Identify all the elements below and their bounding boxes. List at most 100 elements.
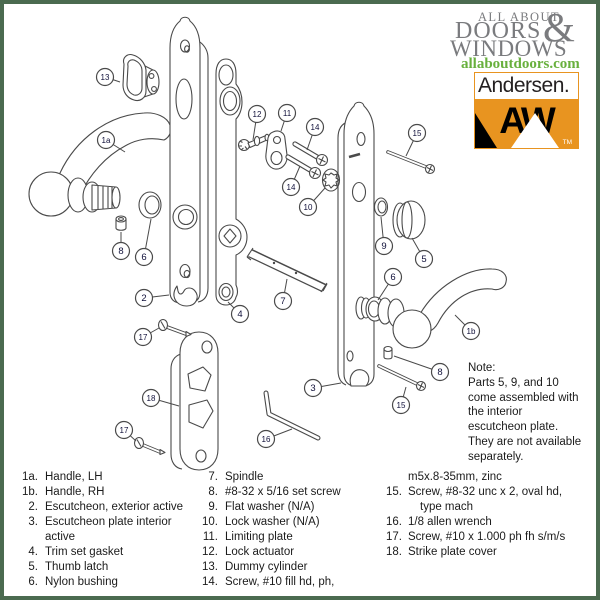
callout-8: 8 [393, 355, 450, 382]
part-number: 12. [202, 546, 218, 558]
callout-10: 10 [298, 187, 326, 217]
part-limiting-plate [265, 130, 288, 170]
part-lock-washer [321, 168, 341, 192]
callout-1a: 1a [96, 130, 126, 153]
parts-list-row: 3.Escutcheon plate interior [16, 515, 183, 530]
svg-text:5: 5 [421, 254, 426, 265]
svg-text:14: 14 [287, 183, 296, 192]
part-number: 8. [208, 486, 218, 498]
callout-7: 7 [273, 278, 293, 311]
part-number: 13. [202, 561, 218, 573]
aw-tm: TM [563, 139, 572, 146]
part-description: Lock washer (N/A) [225, 516, 320, 528]
svg-text:3: 3 [310, 383, 315, 394]
svg-text:17: 17 [139, 333, 148, 342]
note-line: They are not available [468, 435, 582, 448]
part-description: Screw, #8-32 unc x 2, oval hd, [408, 486, 563, 498]
part-number: 6. [28, 576, 38, 588]
parts-list-row: 7.Spindle [196, 470, 341, 485]
part-description: m5x.8-35mm, zinc [408, 471, 502, 483]
callout-6: 6 [377, 267, 403, 301]
part-number: 9. [208, 501, 218, 513]
part-escutcheon-exterior [169, 16, 209, 307]
part-description: Limiting plate [225, 531, 293, 543]
andersen-wordmark: Andersen. [478, 74, 570, 97]
part-number: 18. [386, 546, 402, 558]
part-screw-14-upper [292, 141, 329, 167]
part-thumb-latch [392, 200, 426, 240]
svg-text:11: 11 [283, 109, 292, 118]
callout-2: 2 [134, 288, 170, 308]
part-description: Trim set gasket [45, 546, 124, 558]
website-link[interactable]: allaboutdoors.com [461, 56, 580, 72]
callout-14: 14 [305, 117, 325, 151]
part-description: Nylon bushing [45, 576, 118, 588]
note-line: the interior [468, 406, 523, 419]
part-number: 1a. [22, 471, 38, 483]
svg-text:1b: 1b [467, 327, 476, 336]
svg-text:13: 13 [101, 73, 110, 82]
part-number: 7. [208, 471, 218, 483]
parts-list-row: 14.Screw, #10 fill hd, ph, [196, 575, 341, 590]
part-description: Flat washer (N/A) [225, 501, 315, 513]
parts-list-row: 6. Nylon bushing [16, 575, 183, 590]
parts-list-row: 8.#8-32 x 5/16 set screw [196, 485, 340, 500]
parts-list-row: 17. Screw, #10 x 1.000 ph fh s/m/s [370, 530, 565, 545]
svg-text:14: 14 [311, 123, 320, 132]
svg-text:9: 9 [381, 241, 386, 252]
svg-text:10: 10 [304, 203, 313, 212]
part-handle-rh [355, 268, 507, 349]
callout-17: 17 [114, 420, 137, 442]
part-handle-lh [28, 112, 172, 217]
parts-list-row: active [16, 530, 183, 545]
part-screw-14-lower [285, 154, 322, 180]
part-number [16, 530, 38, 545]
part-number: 15. [386, 486, 402, 498]
logo-line-windows: WINDOWS [450, 36, 568, 61]
aw-emblem: AW TM [475, 99, 578, 148]
note-line: Parts 5, 9, and 10 [468, 376, 559, 389]
part-number: 3. [28, 516, 38, 528]
callout-4: 4 [227, 301, 250, 324]
parts-list-row: 1b.Handle, RH [16, 485, 183, 500]
part-number [370, 500, 402, 515]
part-number: 2. [28, 501, 38, 513]
part-number: 14. [202, 576, 218, 588]
part-description: active [45, 531, 76, 543]
part-flat-washer [373, 197, 389, 217]
part-trim-set-gasket [215, 58, 248, 306]
parts-list-row: m5x.8-35mm, zinc [370, 470, 565, 485]
parts-list-row: 5.Thumb latch [16, 560, 183, 575]
part-dummy-cylinder [122, 54, 160, 102]
part-set-screw-left [115, 215, 127, 231]
parts-list-row: 13. Dummy cylinder [196, 560, 341, 575]
part-description: Handle, RH [45, 486, 105, 498]
svg-text:4: 4 [237, 309, 242, 320]
part-number: 17. [386, 531, 402, 543]
note-line: separately. [468, 450, 524, 463]
callout-13: 13 [95, 67, 121, 87]
logo-line-doors: DOORS [455, 18, 542, 44]
svg-text:17: 17 [120, 426, 129, 435]
parts-list-row: 4.Trim set gasket [16, 545, 183, 560]
part-description: Screw, #10 x 1.000 ph fh s/m/s [408, 531, 566, 543]
callout-18: 18 [141, 388, 180, 408]
part-allen-wrench [263, 390, 321, 441]
part-description: Lock actuator [225, 546, 295, 558]
callout-16: 16 [256, 428, 293, 449]
part-number [370, 470, 402, 485]
part-number: 11. [202, 531, 218, 543]
callout-5: 5 [411, 237, 434, 269]
svg-text:15: 15 [413, 129, 422, 138]
svg-text:8: 8 [437, 367, 442, 378]
part-description: Dummy cylinder [225, 561, 308, 573]
parts-list-row: 12. Lock actuator [196, 545, 341, 560]
part-strike-plate-cover [170, 331, 219, 471]
part-description: 1/8 allen wrench [408, 516, 492, 528]
part-description: Strike plate cover [408, 546, 497, 558]
parts-list-row: type mach [370, 500, 565, 515]
parts-list-row: 16.1/8 allen wrench [370, 515, 565, 530]
callout-14: 14 [281, 165, 301, 197]
